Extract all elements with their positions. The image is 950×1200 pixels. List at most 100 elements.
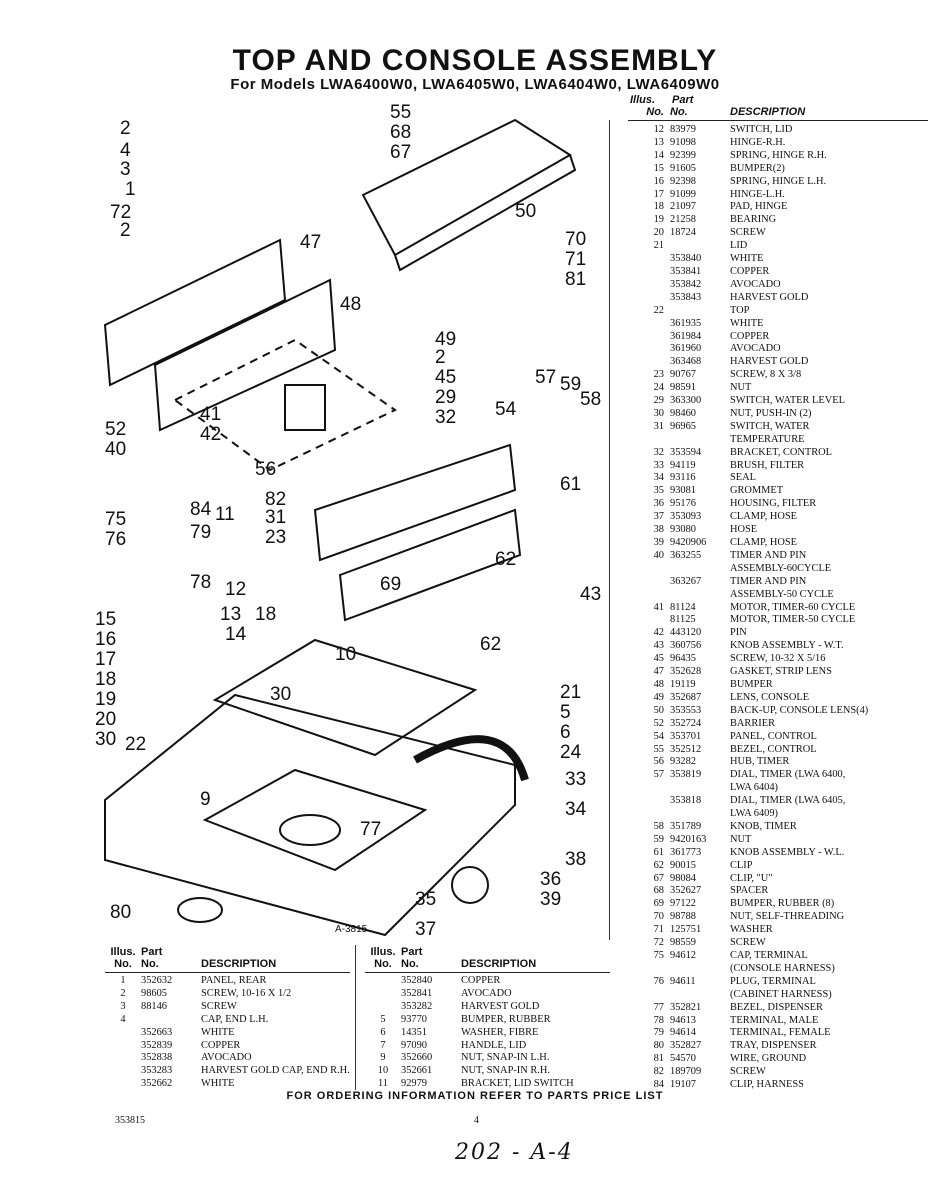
illus-no: 77 [653, 1001, 664, 1013]
part-description: ASSEMBLY-60CYCLE [730, 562, 832, 574]
illus-no: 72 [653, 937, 664, 949]
svg-text:80: 80 [110, 902, 131, 923]
illus-no: 47 [653, 666, 664, 678]
part-description: LWA 6409) [730, 808, 778, 820]
svg-text:69: 69 [380, 574, 401, 595]
part-description: PAD, HINGE [730, 201, 788, 213]
part-description: CLIP, "U" [730, 872, 773, 884]
part-description: TERMINAL, FEMALE [730, 1027, 831, 1039]
svg-text:30: 30 [270, 684, 291, 705]
part-description: LID [730, 240, 748, 252]
part-no: 352512 [670, 743, 702, 755]
part-no: 363255 [670, 549, 702, 561]
part-description: SCREW, 10-16 x 1/2 [201, 987, 292, 999]
illus-no: 14 [653, 149, 664, 161]
illus-no [628, 795, 670, 808]
svg-text:47: 47 [300, 232, 321, 253]
svg-text:50: 50 [515, 201, 536, 222]
part-description: ASSEMBLY-50 CYCLE [730, 588, 834, 600]
part-description: BARRIER [730, 717, 776, 729]
illus-no: 13 [653, 136, 664, 148]
svg-text:55: 55 [390, 102, 411, 123]
svg-text:45: 45 [435, 367, 456, 388]
part-no: 352661 [401, 1065, 433, 1077]
part-no: 18724 [670, 227, 696, 239]
part-description: NUT, SELF-THREADING [730, 911, 845, 923]
part-description: SCREW, 8 x 3/8 [730, 369, 802, 381]
illus-no: 70 [653, 911, 664, 923]
part-no [670, 589, 730, 602]
part-description: NUT, SNAP-IN L.H. [461, 1052, 550, 1064]
part-no: 353843 [670, 291, 702, 303]
part-description: TOP [730, 304, 750, 316]
part-no: 352841 [401, 987, 433, 999]
part-no: 91098 [670, 136, 696, 148]
svg-text:61: 61 [560, 474, 581, 495]
part-no: 81125 [670, 614, 696, 626]
svg-text:49: 49 [435, 329, 456, 350]
part-description: HINGE-R.H. [730, 136, 786, 148]
illus-no: 20 [653, 227, 664, 239]
illus-no: 76 [653, 975, 664, 987]
illus-no: 62 [653, 859, 664, 871]
part-no: 353594 [670, 446, 702, 458]
svg-text:3: 3 [120, 159, 131, 180]
bottom-right-header-2: No. No. DESCRIPTION [365, 958, 610, 973]
svg-text:22: 22 [125, 734, 146, 755]
svg-text:59: 59 [560, 374, 581, 395]
part-no: 94614 [670, 1027, 696, 1039]
part-description: MOTOR, TIMER-50 CYCLE [730, 614, 856, 626]
illus-no [628, 356, 670, 369]
part-description: BEZEL, CONTROL [730, 743, 817, 755]
illus-no [628, 279, 670, 292]
part-no: 92399 [670, 149, 696, 161]
illus-no: 22 [653, 304, 664, 316]
svg-text:9: 9 [200, 789, 211, 810]
illus-no [365, 1001, 401, 1014]
part-description: BACK-UP, CONSOLE LENS(4) [730, 704, 869, 716]
part-description: GASKET, STRIP LENS [730, 666, 832, 678]
part-no [141, 1014, 201, 1027]
illus-no [365, 975, 401, 988]
illus-no [628, 331, 670, 344]
part-description: BUMPER [730, 678, 773, 690]
part-no: 443120 [670, 627, 702, 639]
part-description: CLAMP, HOSE [730, 511, 797, 523]
svg-text:67: 67 [390, 142, 411, 163]
svg-text:21: 21 [560, 682, 581, 703]
part-description: SWITCH, WATER LEVEL [730, 395, 845, 407]
part-no: 94613 [670, 1014, 696, 1026]
part-no: 361773 [670, 846, 702, 858]
part-no: 19119 [670, 678, 696, 690]
part-no: 9420906 [670, 537, 707, 548]
part-no: 98559 [670, 937, 696, 949]
svg-text:42: 42 [200, 424, 221, 445]
part-description: HUB, TIMER [730, 756, 790, 768]
part-no: 363300 [670, 395, 702, 407]
part-no [670, 963, 730, 976]
illus-no: 11 [377, 1078, 388, 1090]
part-description: SEAL [730, 472, 756, 484]
illus-no: 16 [653, 175, 664, 187]
svg-text:17: 17 [95, 649, 116, 670]
svg-text:77: 77 [360, 819, 381, 840]
part-no: 352821 [670, 1001, 702, 1013]
svg-text:84: 84 [190, 499, 212, 520]
part-row: LWA 6404) [628, 782, 928, 795]
part-no: 96965 [670, 420, 696, 432]
svg-text:52: 52 [105, 419, 126, 440]
part-no: 93770 [401, 1013, 427, 1025]
part-description: HARVEST GOLD [461, 1000, 540, 1012]
